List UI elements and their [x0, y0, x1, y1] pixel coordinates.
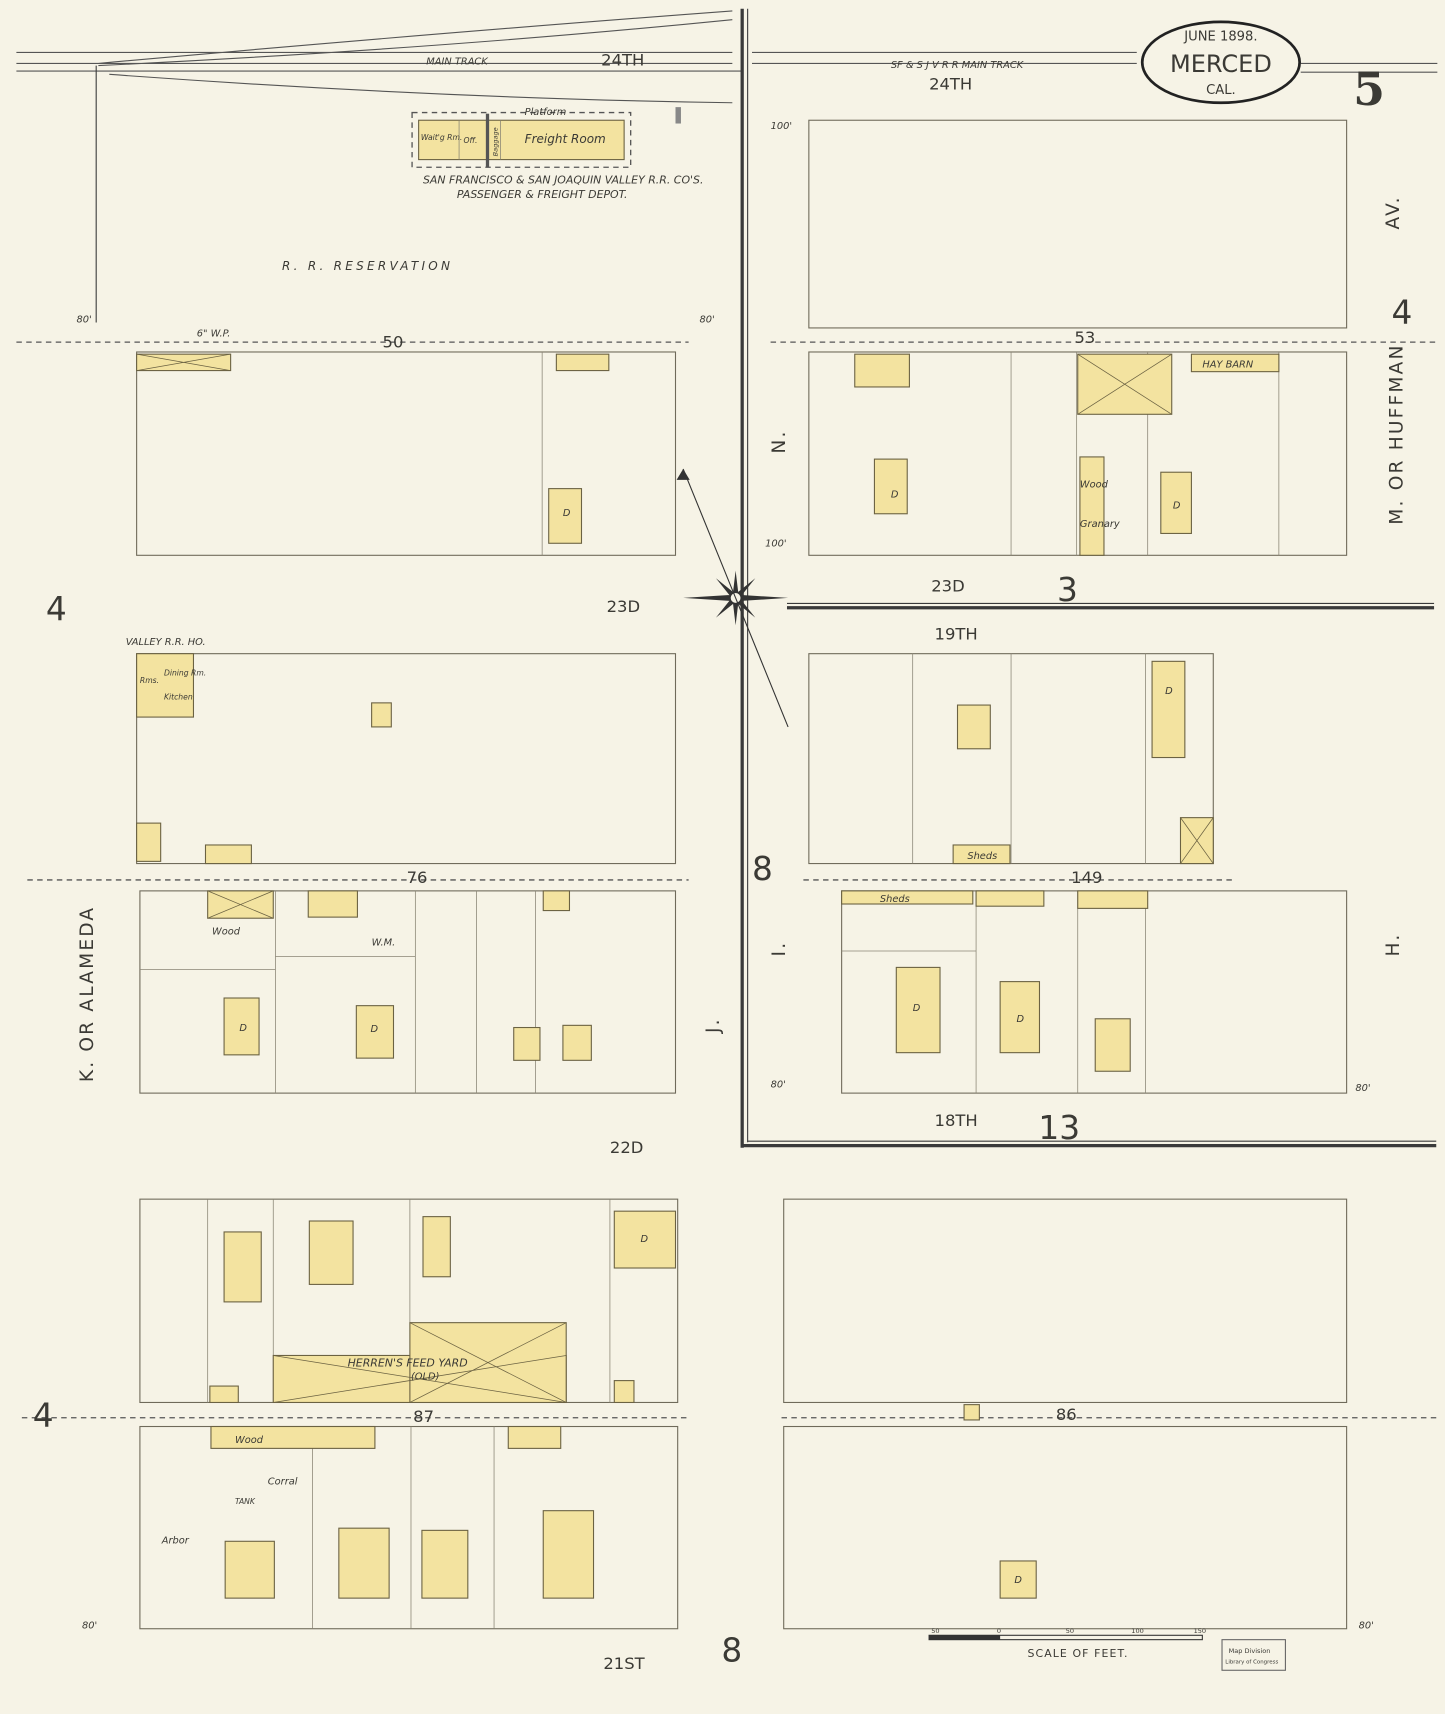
- depot-caption-2: PASSENGER & FREIGHT DEPOT.: [457, 188, 628, 201]
- map-city: MERCED: [1170, 50, 1272, 78]
- scale-label: SCALE OF FEET.: [1027, 1647, 1128, 1660]
- street-width-3: 100': [771, 121, 792, 132]
- block-number-76: 76: [407, 868, 428, 887]
- adjoining-sheet-4-right: 4: [1391, 294, 1412, 332]
- wood-shed-label: Wood: [1080, 480, 1109, 491]
- block-number-149: 149: [1071, 868, 1102, 887]
- wood-label-2: Wood: [235, 1435, 264, 1446]
- stamp-line-1: Map Division: [1229, 1647, 1271, 1655]
- street-19th: 19TH: [935, 624, 978, 643]
- adjoining-sheet-4-left: 4: [46, 590, 67, 628]
- corral-label: Corral: [268, 1476, 298, 1487]
- valley-rr-ho-label: VALLEY R.R. HO.: [126, 637, 206, 648]
- rooms-label: Rms.: [140, 676, 159, 685]
- granary-label: Granary: [1080, 519, 1120, 530]
- adjoining-sheet-8-mid: 8: [752, 850, 773, 888]
- map-state: CAL.: [1206, 83, 1236, 98]
- depot-caption-1: SAN FRANCISCO & SAN JOAQUIN VALLEY R.R. …: [423, 174, 703, 187]
- block-number-87: 87: [413, 1407, 434, 1426]
- city-blocks: [136, 119, 1348, 1630]
- dwelling-label-4: D: [239, 1023, 247, 1034]
- adjoining-sheet-8-bottom: 8: [721, 1632, 742, 1670]
- street-h: H.: [1383, 933, 1404, 957]
- scale-tick-2: 50: [1066, 1627, 1074, 1635]
- scale-tick-1: 0: [997, 1627, 1001, 1635]
- sheds-label-1: Sheds: [967, 851, 997, 862]
- herrens-feed-yard-label: HERREN'S FEED YARD: [348, 1356, 468, 1369]
- title-cartouche: JUNE 1898. MERCED CAL.: [1140, 20, 1301, 105]
- dwelling-label-9: D: [641, 1234, 649, 1245]
- street-width-7: 80': [1359, 1621, 1374, 1632]
- street-k-or-alameda: K. OR ALAMEDA: [77, 906, 98, 1083]
- street-24th-right: 24TH: [929, 75, 972, 94]
- street-23d-left: 23D: [607, 597, 640, 616]
- adjoining-sheet-4-lower: 4: [33, 1397, 54, 1435]
- railroad-tracks: [16, 10, 1438, 104]
- north-arrow-compass-icon: [676, 468, 789, 728]
- platform-label: Platform: [525, 107, 567, 118]
- kitchen-label: Kitchen: [164, 693, 193, 702]
- dining-room-label: Dining Rm.: [164, 669, 206, 678]
- library-stamp: Map Division Library of Congress: [1221, 1639, 1286, 1671]
- tank-label: TANK: [235, 1497, 256, 1506]
- water-pipe-label: 6" W.P.: [197, 329, 231, 340]
- freight-room-label: Freight Room: [525, 132, 606, 146]
- block-number-50: 50: [383, 333, 404, 352]
- street-m-or-huffman: M. OR HUFFMAN: [1386, 343, 1407, 524]
- street-24th-left: 24TH: [601, 51, 644, 70]
- adjoining-sheet-13: 13: [1038, 1109, 1080, 1147]
- hay-barn-label: HAY BARN: [1202, 359, 1254, 370]
- dwelling-label-6: D: [913, 1003, 921, 1014]
- old-label: (OLD): [411, 1372, 439, 1383]
- street-width-4: 100': [765, 539, 786, 550]
- wood-label: Wood: [212, 927, 241, 938]
- waiting-room-label: Wait'g Rm.: [421, 133, 462, 142]
- dwelling-label-7: D: [1017, 1014, 1025, 1025]
- scale-bar: [928, 1634, 1203, 1641]
- water-pipe-lines: [16, 341, 1438, 1419]
- street-j: J.: [703, 1017, 724, 1034]
- dwelling-label-10: D: [1165, 686, 1173, 697]
- dwelling-label-5: D: [371, 1024, 379, 1035]
- office-label: Off.: [463, 136, 477, 145]
- block-number-53: 53: [1074, 328, 1095, 347]
- street-av: AV.: [1383, 195, 1404, 229]
- adjoining-sheet-3: 3: [1057, 571, 1078, 609]
- street-width-8: 80': [1355, 1083, 1370, 1094]
- rr-reservation-label: R. R. RESERVATION: [282, 259, 453, 273]
- arbor-label: Arbor: [161, 1535, 190, 1546]
- passenger-freight-depot: [411, 107, 681, 168]
- dwelling-label-2: D: [891, 489, 899, 500]
- sheet-boundary-lines: [740, 8, 1437, 1148]
- street-i: I.: [769, 941, 790, 957]
- main-track-label-right: SF & S J V R R MAIN TRACK: [891, 60, 1025, 71]
- dwelling-label-8: D: [1014, 1575, 1022, 1586]
- dwelling-label-1: D: [563, 508, 571, 519]
- map-date: JUNE 1898.: [1183, 29, 1257, 44]
- street-21st: 21ST: [603, 1654, 645, 1673]
- street-width-2: 80': [700, 314, 715, 325]
- sheds-label-2: Sheds: [880, 894, 910, 905]
- building-cross-marks: [136, 353, 1214, 1403]
- street-width-5: 80': [771, 1080, 786, 1091]
- main-track-label-left: MAIN TRACK: [426, 56, 489, 67]
- sheet-number: 5: [1353, 62, 1385, 116]
- block-number-86: 86: [1056, 1405, 1077, 1424]
- scale-tick-3: 100: [1131, 1627, 1143, 1635]
- street-width-1: 80': [77, 314, 92, 325]
- scale-tick-0: 50: [931, 1627, 939, 1635]
- street-23d-right: 23D: [931, 576, 964, 595]
- dwelling-label-3: D: [1173, 500, 1181, 511]
- baggage-room-label: Baggage: [491, 127, 499, 156]
- street-n: N.: [769, 429, 790, 453]
- windmill-label: W.M.: [372, 938, 396, 949]
- scale-tick-4: 150: [1194, 1627, 1206, 1635]
- street-18th: 18TH: [935, 1111, 978, 1130]
- stamp-line-2: Library of Congress: [1225, 1660, 1278, 1666]
- street-width-6: 80': [82, 1621, 97, 1632]
- street-22d: 22D: [610, 1138, 643, 1157]
